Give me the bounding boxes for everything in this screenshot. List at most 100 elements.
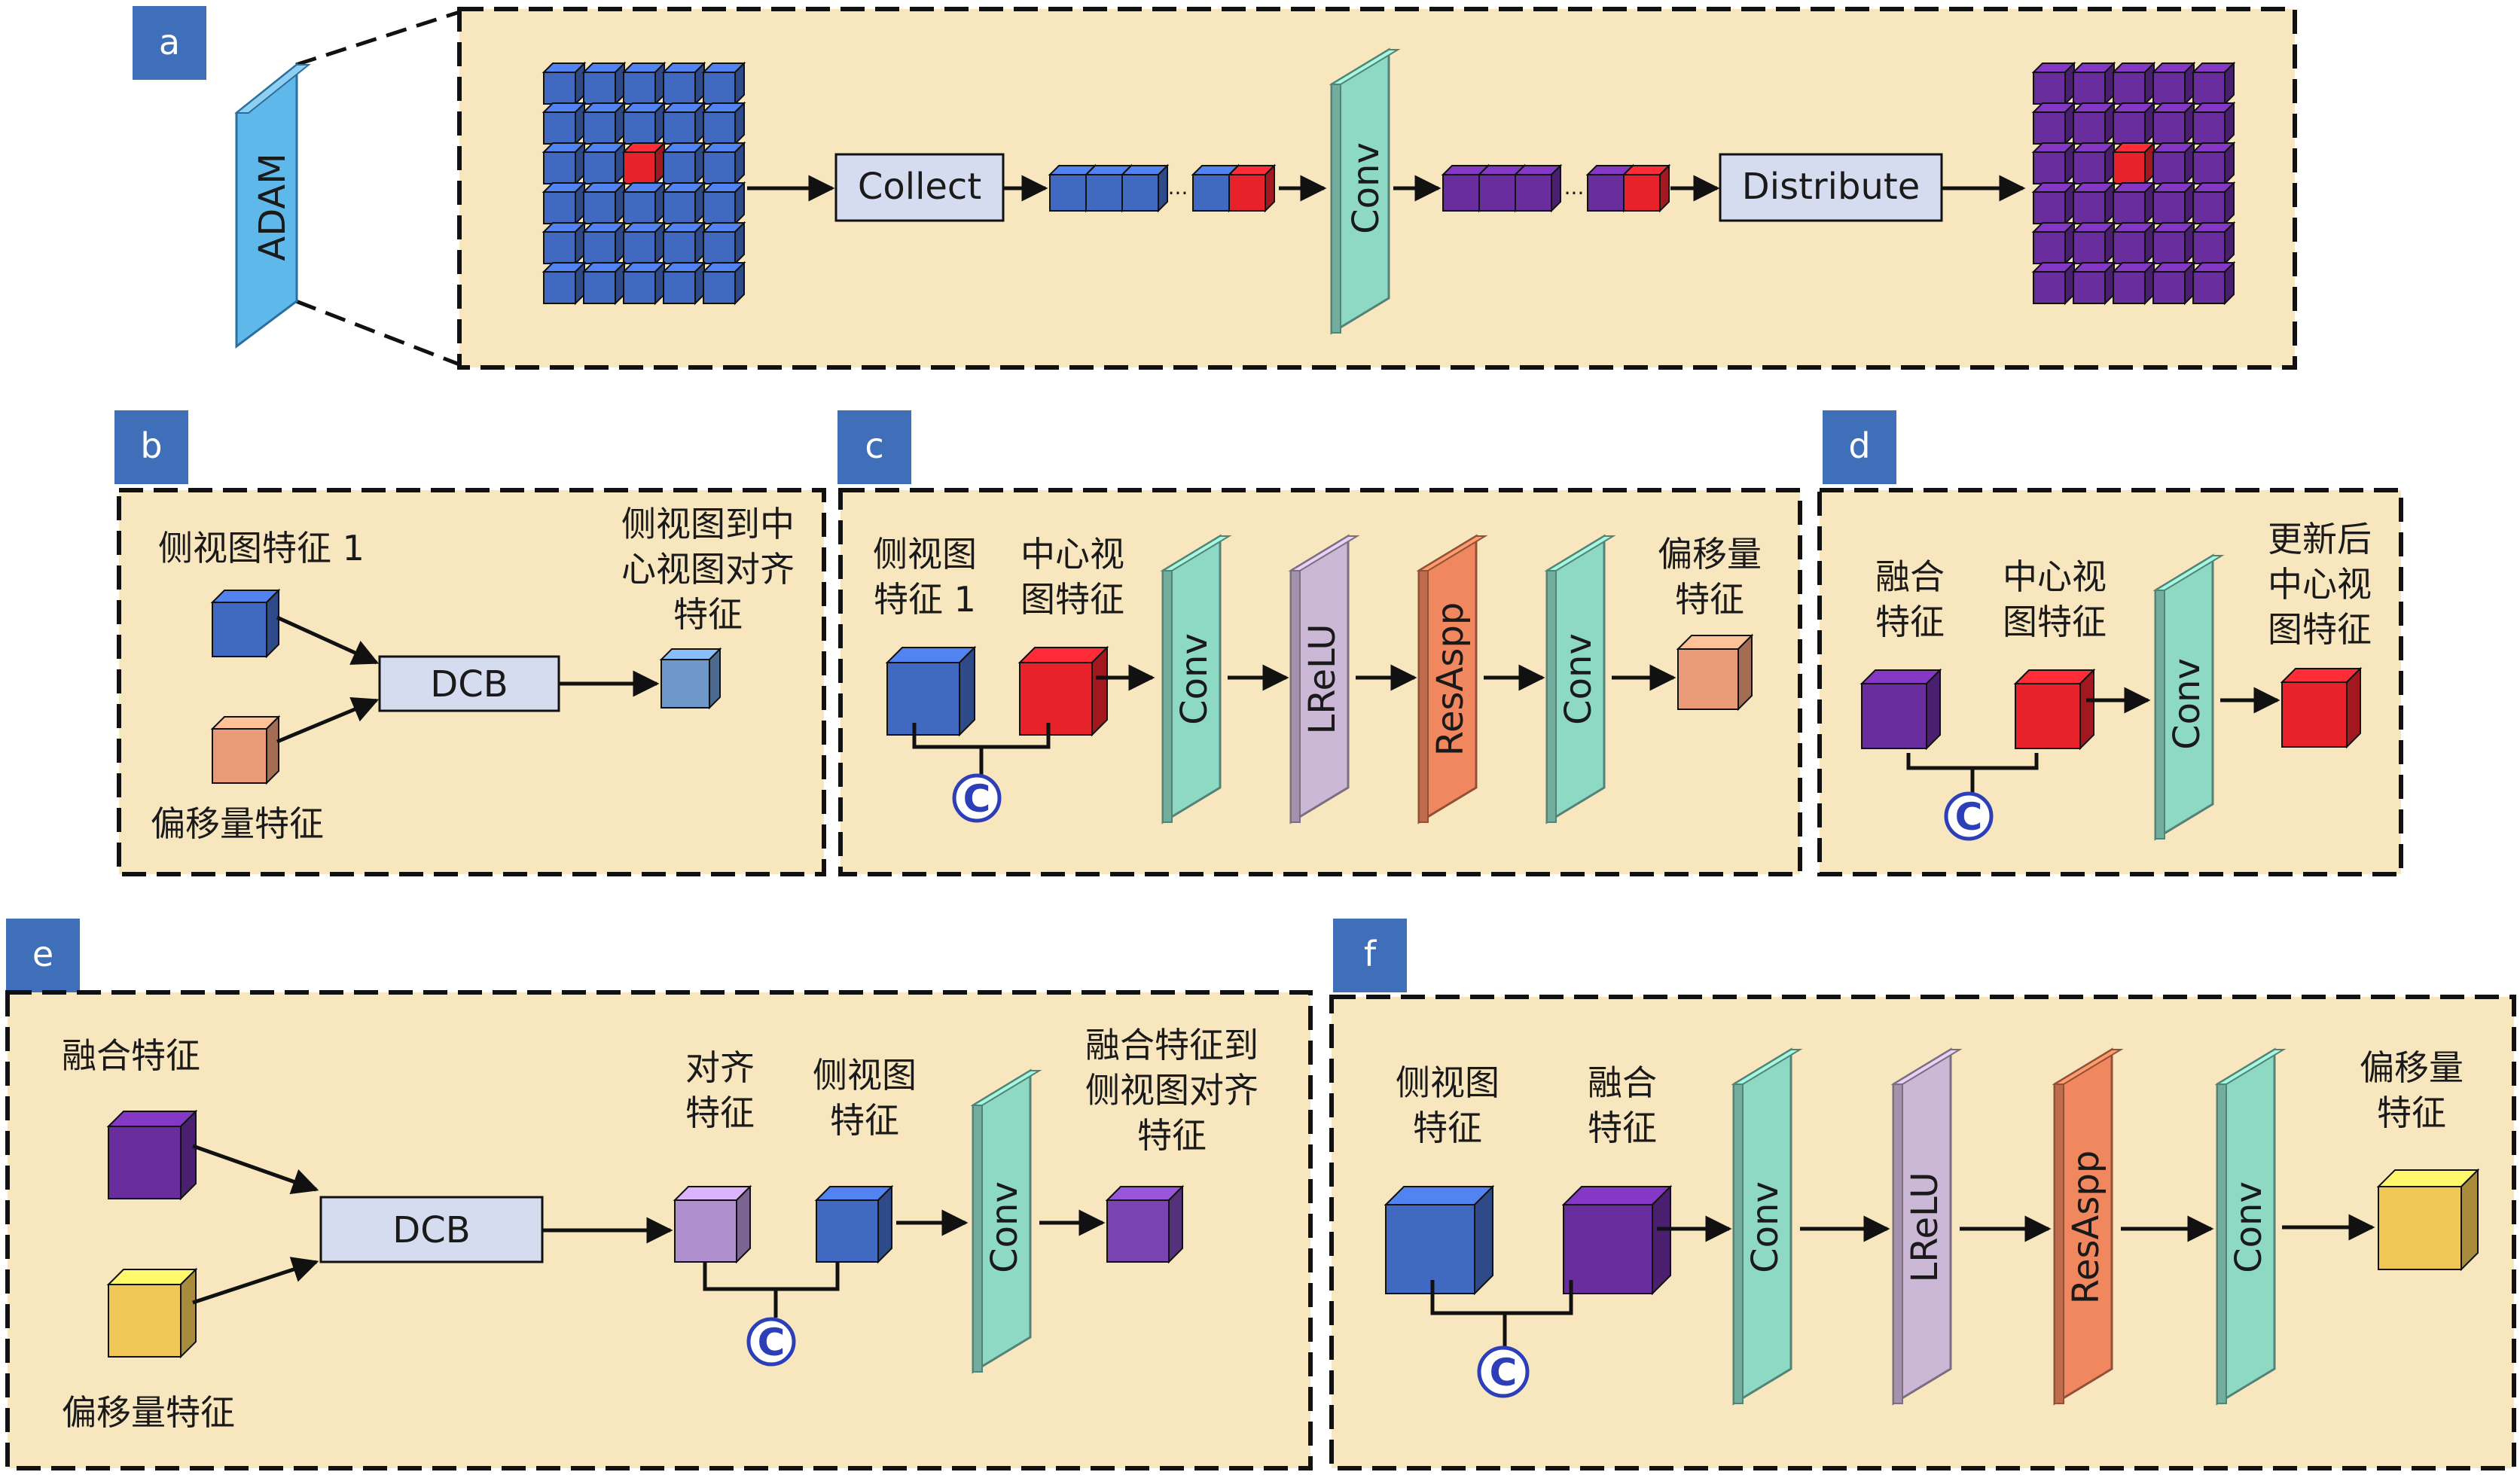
e-mid2-line-2: 特征 [830, 1100, 899, 1141]
red-token [1227, 163, 1277, 213]
d-in1-line-2: 特征 [1875, 602, 1945, 642]
e-arrow-cube1-to-dcb [192, 1144, 319, 1194]
panel-f-badge-label: f [1364, 934, 1377, 974]
c-in2-line-2: 图特征 [1021, 579, 1124, 620]
d-red-cube [2013, 668, 2096, 751]
panel-a: a ADAM Collect ... Conv ... Distribute [133, 6, 2297, 370]
grid-cell [581, 261, 627, 306]
f-output-cube [2376, 1168, 2480, 1272]
grid-cell [2191, 101, 2236, 146]
e-dcb-label: DCB [392, 1209, 470, 1251]
grid-cell [2071, 221, 2116, 266]
input-feature-grid [542, 61, 746, 306]
grid-cell [542, 61, 587, 106]
f-purple-cube [1561, 1184, 1673, 1296]
zoom-line-bottom [295, 299, 460, 367]
grid-cell [2191, 61, 2236, 106]
grid-cell [2191, 141, 2236, 186]
blue-seq-ellipsis: ... [1168, 175, 1188, 200]
f-concat-label: C [1490, 1351, 1518, 1394]
e-gold-cube [106, 1267, 198, 1359]
panel-d-badge [1823, 410, 1896, 484]
collect-label: Collect [858, 166, 981, 208]
panel-d: d 融合 特征 中心视 图特征 C Conv 更新后 中心视 图特征 [1817, 410, 2403, 876]
d-out-line-3: 图特征 [2268, 609, 2372, 650]
e-purple-cube [106, 1109, 198, 1201]
grid-cell [621, 261, 667, 306]
b-output-cube [659, 647, 722, 710]
c-in1-line-2: 特征 1 [874, 579, 976, 620]
grid-cell [2031, 61, 2076, 106]
panel-e-badge-label: e [32, 934, 53, 974]
f-in2-line-1: 融合 [1588, 1062, 1657, 1103]
cube [1105, 1184, 1185, 1264]
panel-c-badge [837, 410, 911, 484]
c-layer-2 [1416, 534, 1488, 824]
c-output-cube [1676, 633, 1754, 712]
c-concat-circle [952, 773, 1002, 823]
c-in1-line-1: 侧视图 [873, 534, 977, 574]
cube [1561, 1184, 1673, 1296]
conv-a-label: Conv [1345, 142, 1387, 234]
c-concat-bracket [912, 723, 1051, 776]
grid-cell [542, 261, 587, 306]
panel-b: b 侧视图特征 1 偏移量特征 DCB 侧视图到中 心视图对齐 特征 [114, 410, 826, 876]
panel-a-badge-label: a [159, 22, 180, 62]
panel-b-badge-label: b [140, 425, 162, 466]
d-concat-circle [1944, 791, 1994, 841]
grid-cell [621, 101, 667, 146]
grid-center-cell [621, 141, 667, 186]
grid-cell [661, 261, 706, 306]
grid-cell [621, 221, 667, 266]
f-layer-2 [2052, 1047, 2124, 1406]
grid-cell [701, 61, 746, 106]
conv-slab [2152, 553, 2225, 841]
f-out-line-1: 偏移量 [2360, 1047, 2464, 1088]
e-dcb-box [319, 1196, 544, 1263]
e-blue-cube [814, 1184, 894, 1264]
blue-token-sequence [1048, 163, 1277, 213]
grid-cell [2111, 221, 2156, 266]
grid-cell [2111, 181, 2156, 226]
grid-cell [2151, 181, 2196, 226]
e-arrow-cube2-to-dcb [192, 1257, 319, 1305]
grid-cell [542, 181, 587, 226]
e-mid1-line-2: 特征 [685, 1093, 755, 1133]
f-layer-3 [2214, 1047, 2287, 1406]
e-out-line-2: 侧视图对齐 [1085, 1070, 1258, 1111]
grid-cell [2111, 61, 2156, 106]
grid-cell [2071, 141, 2116, 186]
panel-e-badge [6, 919, 80, 992]
f-layer-0 [1731, 1047, 1803, 1406]
panel-f-badge [1333, 919, 1407, 992]
e-lilac-cube [673, 1184, 752, 1264]
d-in1-line-1: 融合 [1875, 556, 1945, 597]
grid-cell [2151, 141, 2196, 186]
c-concat-label: C [963, 777, 991, 821]
grid-cell [2111, 261, 2156, 306]
b-output-line-1: 侧视图到中 [621, 504, 795, 544]
e-concat-circle [746, 1317, 796, 1367]
grid-cell [581, 61, 627, 106]
c-layer-label-3: Conv [1557, 633, 1600, 725]
adam-slab: ADAM [234, 62, 311, 349]
grid-cell [661, 181, 706, 226]
cube [2013, 668, 2096, 751]
c-blue-cube [885, 645, 977, 737]
grid-cell [2151, 101, 2196, 146]
c-layer-1 [1288, 534, 1360, 824]
grid-cell [621, 181, 667, 226]
e-mid1-line-1: 对齐 [685, 1047, 755, 1088]
cube [1676, 633, 1754, 712]
cube [814, 1184, 894, 1264]
grid-cell [581, 221, 627, 266]
cube [210, 588, 281, 659]
grid-cell [2071, 61, 2116, 106]
grid-center-cell [2111, 141, 2156, 186]
cube [2280, 666, 2363, 749]
grid-cell [2191, 261, 2236, 306]
grid-cell [2031, 101, 2076, 146]
d-conv-slab [2152, 553, 2225, 841]
